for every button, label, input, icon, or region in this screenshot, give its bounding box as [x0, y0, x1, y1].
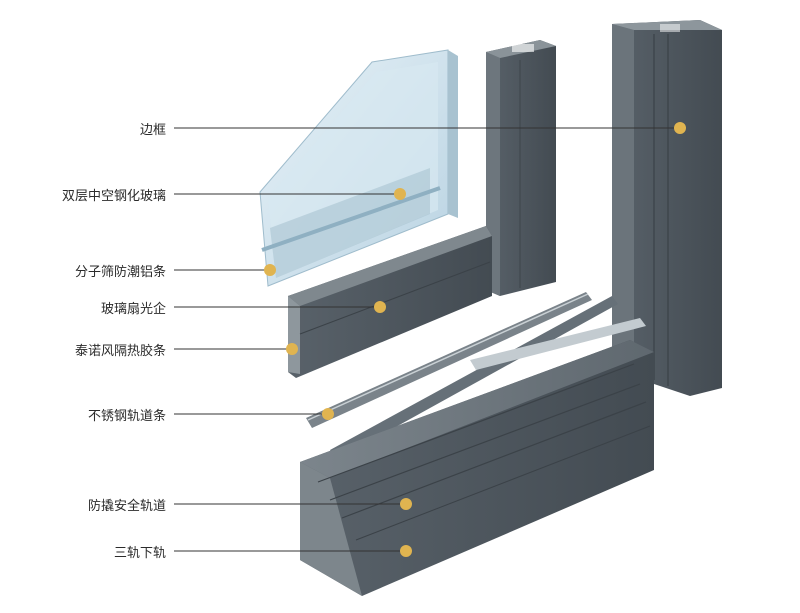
stainless-rail-strip-part [306, 292, 592, 428]
label-stainless-rail-strip: 不锈钢轨道条 [87, 409, 166, 424]
marker-insulated-glass [394, 188, 406, 200]
label-molecular-sieve-strip: 分子筛防潮铝条 [74, 265, 166, 280]
label-thermal-break-strip: 泰诺风隔热胶条 [74, 344, 166, 359]
label-anti-pry-safety-track: 防撬安全轨道 [87, 499, 166, 514]
marker-molecular-sieve-strip [264, 264, 276, 276]
marker-stainless-rail-strip [322, 408, 334, 420]
outer-frame-profile [612, 20, 722, 396]
sash-vertical-profile [486, 40, 556, 296]
marker-triple-bottom-rail [400, 545, 412, 557]
label-glass-sash-profile: 玻璃扇光企 [100, 302, 166, 317]
anti-pry-track-part [330, 296, 646, 460]
insulated-glass-unit [259, 49, 458, 287]
label-frame: 边框 [139, 123, 166, 138]
marker-glass-sash-profile [374, 301, 386, 313]
marker-anti-pry-safety-track [400, 498, 412, 510]
leader-lines [174, 127, 680, 552]
label-insulated-glass: 双层中空钢化玻璃 [61, 189, 166, 204]
label-triple-bottom-rail: 三轨下轨 [113, 546, 166, 561]
triple-bottom-rail-part [300, 340, 654, 596]
marker-thermal-break-strip [286, 343, 298, 355]
marker-frame [674, 122, 686, 134]
